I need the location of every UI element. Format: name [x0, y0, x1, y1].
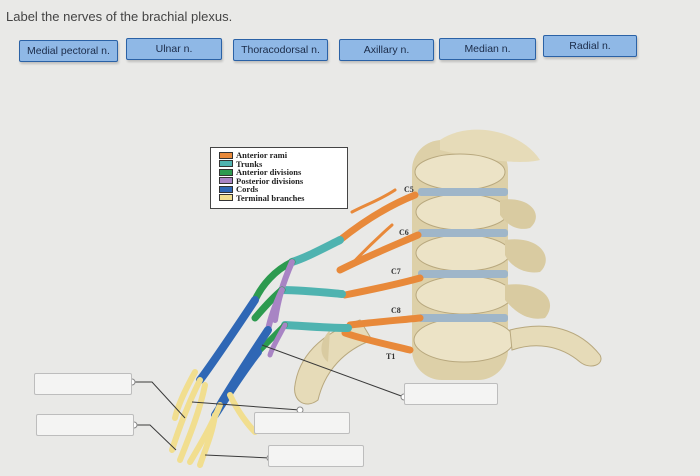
color-legend: Anterior rami Trunks Anterior divisions … — [210, 147, 348, 209]
legend-swatch — [219, 194, 233, 202]
vertebra-label-t1: T1 — [386, 352, 395, 361]
legend-label: Trunks — [236, 158, 263, 169]
trunks — [278, 236, 352, 332]
legend-item: Cords — [219, 185, 347, 194]
drop-target-3[interactable] — [254, 412, 350, 434]
legend-label: Anterior divisions — [236, 167, 302, 177]
legend-swatch — [219, 185, 233, 193]
vertebra-label-c8: C8 — [391, 306, 401, 315]
legend-label: Cords — [236, 184, 259, 194]
anterior-rami — [336, 188, 424, 354]
drop-target-4[interactable] — [268, 445, 364, 467]
terminal-branches — [169, 369, 258, 468]
legend-label: Posterior divisions — [236, 175, 304, 186]
legend-item: Trunks — [219, 158, 347, 169]
choice-axillary[interactable]: Axillary n. — [339, 39, 434, 61]
drop-target-2[interactable] — [36, 414, 134, 436]
legend-label: Terminal branches — [236, 192, 305, 203]
choice-ulnar[interactable]: Ulnar n. — [126, 38, 222, 60]
drop-target-5[interactable] — [404, 383, 498, 405]
legend-item: Terminal branches — [219, 192, 347, 203]
vertebra-label-c6: C6 — [399, 228, 409, 237]
choice-radial[interactable]: Radial n. — [543, 35, 637, 57]
vertebra-label-c5: C5 — [404, 185, 414, 194]
vertebral-column — [294, 129, 602, 405]
drop-target-1[interactable] — [34, 373, 132, 395]
vertebra-label-group: C5 C6 C7 C8 T1 — [386, 185, 414, 361]
question-prompt: Label the nerves of the brachial plexus. — [6, 9, 233, 24]
legend-item: Anterior divisions — [219, 168, 347, 177]
vertebra-label-c7: C7 — [391, 267, 401, 276]
leader-lines — [132, 344, 405, 459]
legend-item: Posterior divisions — [219, 175, 347, 186]
choice-median[interactable]: Median n. — [439, 38, 536, 60]
choice-thoracodorsal[interactable]: Thoracodorsal n. — [233, 39, 328, 61]
legend-item: Anterior rami — [219, 151, 347, 160]
legend-swatch — [219, 177, 233, 185]
legend-swatch — [219, 151, 233, 159]
legend-label: Anterior rami — [236, 150, 288, 160]
choice-medial-pectoral[interactable]: Medial pectoral n. — [19, 40, 118, 62]
legend-swatch — [219, 160, 233, 168]
legend-swatch — [219, 168, 233, 176]
